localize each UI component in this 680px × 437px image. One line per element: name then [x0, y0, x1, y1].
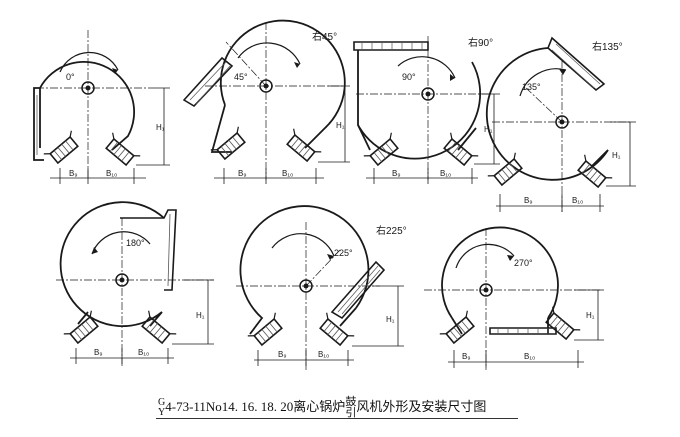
- dim-h1: H₁: [156, 123, 165, 132]
- caption-underline: [156, 418, 518, 419]
- dim-b9: B₉: [392, 169, 401, 178]
- dim-b9: B₉: [238, 169, 247, 178]
- dim-h1: H₁: [336, 121, 345, 130]
- rotation-label: 右45°: [312, 30, 337, 43]
- angle-label: 90°: [402, 72, 416, 82]
- dim-b10: B₁₀: [572, 196, 583, 205]
- dim-h1: H₁: [196, 311, 205, 320]
- rotation-label: 右90°: [468, 36, 493, 49]
- dim-b9: B₉: [278, 350, 287, 359]
- dim-b10: B₁₀: [318, 350, 329, 359]
- dim-b9: B₉: [462, 352, 471, 361]
- caption-suffix: 风机外形及安装尺寸图: [356, 399, 487, 414]
- rotation-label: 右135°: [592, 40, 623, 53]
- angle-label: 270°: [514, 258, 533, 268]
- angle-label: 225°: [334, 248, 353, 258]
- dim-b10: B₁₀: [106, 169, 117, 178]
- caption-stack: 鼓引: [345, 396, 357, 420]
- dim-b9: B₉: [524, 196, 533, 205]
- dim-b9: B₉: [69, 169, 78, 178]
- dim-h1: H₁: [612, 151, 621, 160]
- dim-b10: B₁₀: [524, 352, 535, 361]
- fan-diagram-135: 135° 右135° B₉ B₁₀ H₁: [485, 36, 636, 212]
- fan-diagram-45: 45° 右45° B₉ B₁₀ H₁: [182, 19, 350, 184]
- dim-b9: B₉: [94, 348, 103, 357]
- dim-b10: B₁₀: [138, 348, 149, 357]
- angle-label: 180°: [126, 238, 145, 248]
- fan-diagram-270: 270° B₉ B₁₀ H₁: [424, 226, 604, 370]
- angle-label: 0°: [66, 72, 75, 82]
- caption-main: 4-73-11No14. 16. 18. 20离心锅炉: [165, 399, 346, 414]
- dim-h1: H₁: [386, 315, 395, 324]
- dim-b10: B₁₀: [440, 169, 451, 178]
- fan-diagram-90: 90° 右90° B₉ B₁₀ H₁: [353, 36, 500, 184]
- dim-b10: B₁₀: [282, 169, 293, 178]
- fan-diagram-0: 0° B₉ B₁₀ H₁: [33, 30, 170, 184]
- fan-diagram-225: 225° 右225° B₉ B₁₀ H₁: [236, 205, 407, 370]
- fan-diagram-180: 180° B₉ B₁₀ H₁: [56, 201, 214, 368]
- rotation-label: 右225°: [376, 224, 407, 237]
- angle-label: 45°: [234, 72, 248, 82]
- dim-h1: H₁: [586, 311, 595, 320]
- angle-label: 135°: [522, 82, 541, 92]
